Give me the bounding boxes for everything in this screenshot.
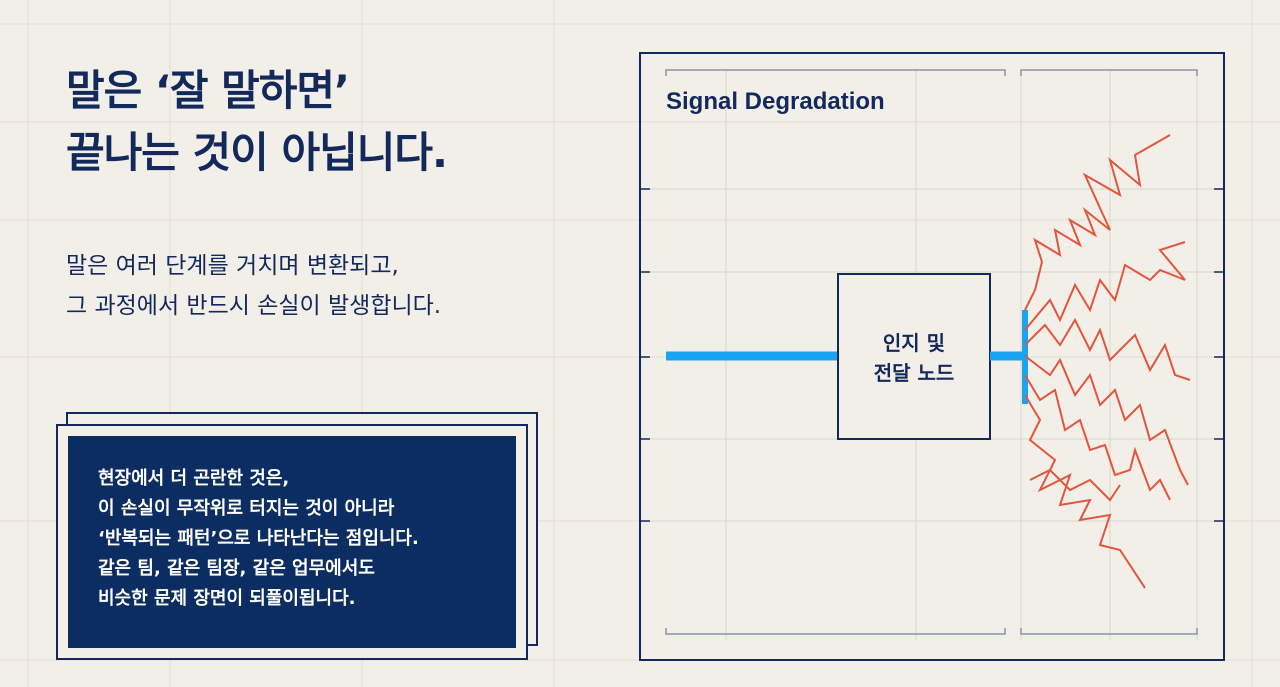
node-label: 인지 및 전달 노드 [838, 328, 990, 388]
callout-line-4: 같은 팀, 같은 팀장, 같은 업무에서도 [98, 558, 375, 579]
headline: 말은 ‘잘 말하면’ 끝나는 것이 아닙니다. [66, 60, 448, 184]
subtext-line-2: 그 과정에서 반드시 손실이 발생합니다. [66, 293, 442, 319]
callout-line-3: ‘반복되는 패턴’으로 나타난다는 점입니다. [98, 528, 419, 549]
callout-card-body: 현장에서 더 곤란한 것은, 이 손실이 무작위로 터지는 것이 아니라 ‘반복… [68, 436, 516, 648]
noise-signal-4 [1024, 355, 1189, 486]
noise-signals [1024, 134, 1191, 589]
callout-line-1: 현장에서 더 곤란한 것은, [98, 468, 290, 489]
processing-node [837, 273, 991, 440]
noise-signal-3 [1024, 317, 1191, 381]
callout-card: 현장에서 더 곤란한 것은, 이 손실이 무작위로 터지는 것이 아니라 ‘반복… [56, 424, 528, 660]
noise-signal-2 [1024, 241, 1186, 331]
noise-signal-1 [1024, 134, 1171, 311]
noise-signal-5 [1024, 374, 1171, 501]
node-label-line-1: 인지 및 [882, 331, 946, 355]
noise-signal-7 [1029, 468, 1121, 502]
noise-signal-6 [1024, 394, 1146, 589]
node-label-line-2: 전달 노드 [873, 361, 955, 385]
callout-line-2: 이 손실이 무작위로 터지는 것이 아니라 [98, 498, 395, 519]
subtext: 말은 여러 단계를 거치며 변환되고, 그 과정에서 반드시 손실이 발생합니다… [66, 246, 441, 326]
callout-line-5: 비슷한 문제 장면이 되풀이됩니다. [98, 588, 356, 609]
edge-ticks [640, 188, 1224, 522]
headline-line-1: 말은 ‘잘 말하면’ [66, 66, 350, 115]
dimension-brackets [665, 69, 1198, 635]
headline-line-2: 끝나는 것이 아닙니다. [66, 128, 448, 177]
subtext-line-1: 말은 여러 단계를 거치며 변환되고, [66, 253, 399, 279]
diagram-title: Signal Degradation [666, 88, 885, 115]
